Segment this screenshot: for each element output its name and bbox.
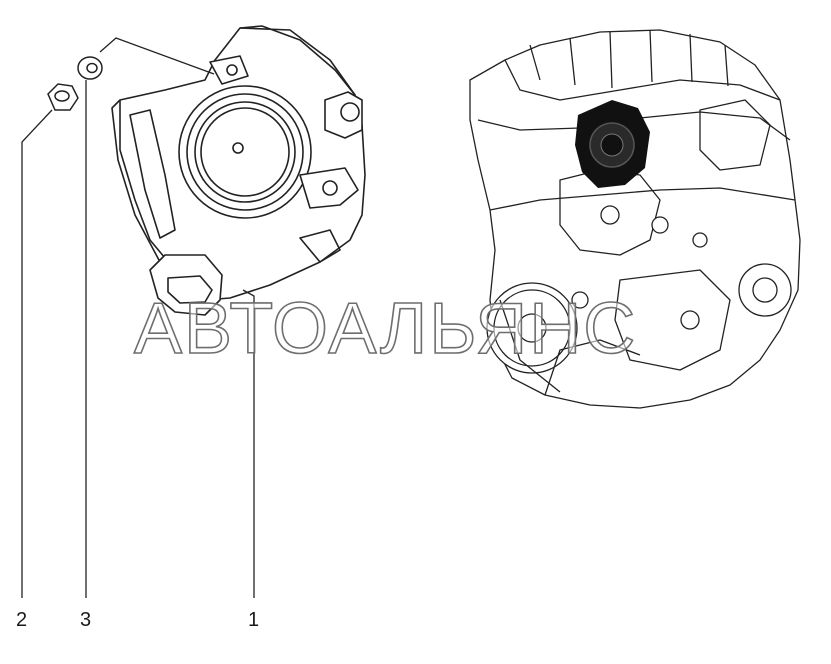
- engine-assembly-drawing: [469, 29, 801, 409]
- nut-drawing: [47, 83, 79, 111]
- washer-drawing: [77, 56, 103, 80]
- leader-line-2: [21, 109, 53, 598]
- leader-line-1: [242, 289, 255, 598]
- watermark-text: АВТОАЛЬЯНС: [133, 288, 638, 370]
- callout-label-3: 3: [80, 609, 92, 631]
- installed-throttle-body-highlight: [575, 100, 650, 188]
- callout-label-2: 2: [16, 609, 28, 631]
- throttle-body-drawing: [111, 25, 366, 316]
- leader-lines: [21, 37, 255, 598]
- callout-label-1: 1: [248, 609, 260, 631]
- leader-line-washer-to-body: [99, 37, 215, 75]
